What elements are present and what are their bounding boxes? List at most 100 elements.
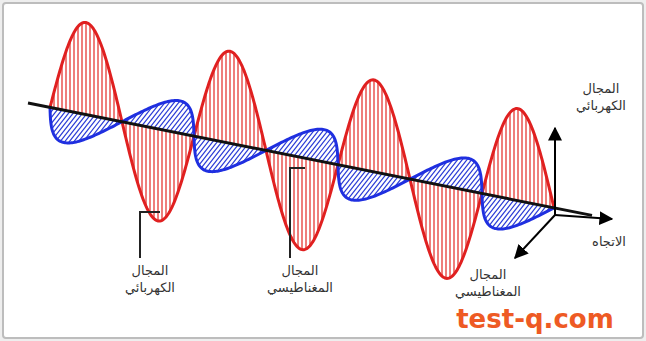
hatch-line xyxy=(449,187,450,278)
hatch-line xyxy=(204,142,226,170)
hatch-line xyxy=(77,27,78,113)
hatch-line xyxy=(181,134,182,180)
hatch-line xyxy=(437,185,438,271)
hatch-line xyxy=(302,130,324,158)
hatch-line xyxy=(450,160,472,188)
axis-arrow xyxy=(555,215,612,219)
frame xyxy=(3,3,643,338)
magnetic-curve xyxy=(50,101,554,229)
hatch-line xyxy=(245,76,246,146)
hatch-line xyxy=(153,128,154,219)
hatch-line xyxy=(101,47,102,117)
hatch-line xyxy=(425,182,426,241)
hatch-line xyxy=(348,171,370,199)
hatch-line xyxy=(393,117,394,176)
hatch-line xyxy=(321,162,322,221)
hatch-line xyxy=(305,158,306,249)
hatch-line xyxy=(169,131,170,211)
hatch-line xyxy=(492,200,514,228)
hatch-line xyxy=(470,177,481,191)
hatch-line xyxy=(497,138,498,197)
hatch-line xyxy=(301,158,302,250)
hatch-line xyxy=(182,120,193,134)
hatch-line xyxy=(525,116,526,202)
hatch-line xyxy=(353,109,354,168)
field-label: المجال الكهربائي xyxy=(108,262,192,296)
leader-line xyxy=(140,212,160,258)
hatch-line xyxy=(162,102,184,130)
hatch-line xyxy=(177,133,178,192)
hatch-line xyxy=(521,111,522,202)
hatch-line xyxy=(365,84,366,170)
field-label: المجال المغناطيسي xyxy=(258,262,342,296)
hatch-line xyxy=(73,32,74,112)
hatch-line xyxy=(285,154,286,224)
hatch-line xyxy=(357,98,358,168)
hatch-line xyxy=(65,51,66,110)
hatch-line xyxy=(64,115,86,143)
hatch-line xyxy=(446,158,468,186)
hatch-line xyxy=(462,168,479,189)
hatch-line xyxy=(229,51,230,143)
hatch-line xyxy=(157,129,158,221)
hatch-line xyxy=(141,126,142,196)
hatch-line xyxy=(60,114,82,142)
hatch-line xyxy=(313,160,314,240)
hatch-line xyxy=(483,196,494,210)
axis-label: الاتجاه xyxy=(578,233,640,250)
hatch-line xyxy=(517,109,518,201)
hatch-line xyxy=(461,189,462,259)
hatch-line xyxy=(429,183,430,253)
hatch-line xyxy=(195,138,206,152)
hatch-line xyxy=(505,119,506,199)
electric-curve xyxy=(50,22,554,278)
hatch-line xyxy=(205,92,206,138)
hatch-line xyxy=(158,101,180,129)
magnetic-wave xyxy=(50,101,554,229)
hatch-line xyxy=(373,80,374,172)
axis-arrow xyxy=(554,128,556,215)
hatch-line xyxy=(221,55,222,141)
hatch-line xyxy=(493,150,494,196)
electric-wave xyxy=(50,22,554,278)
hatch-line xyxy=(457,189,458,269)
hatch-line xyxy=(89,25,90,116)
hatch-line xyxy=(237,58,238,144)
watermark: test-q.com xyxy=(430,304,640,334)
hatch-line xyxy=(389,105,390,175)
hatch-line xyxy=(501,127,502,197)
axis-arrow xyxy=(515,215,555,258)
hatch-line xyxy=(97,37,98,117)
hatch-line xyxy=(377,82,378,173)
hatch-line xyxy=(209,80,210,139)
hatch-line xyxy=(318,139,335,160)
axis-label: المجال المغناطيسي xyxy=(448,266,528,300)
hatch-line xyxy=(174,111,191,132)
hatch-line xyxy=(161,130,162,221)
hatch-line xyxy=(53,111,70,132)
hatch-line xyxy=(81,23,82,114)
hatch-line xyxy=(93,30,94,116)
hatch-line xyxy=(453,188,454,274)
hatch-line xyxy=(445,186,446,278)
hatch-line xyxy=(145,127,146,207)
hatch-line xyxy=(309,159,310,245)
hatch-line xyxy=(509,113,510,199)
propagation-axis xyxy=(28,103,592,215)
hatch-line xyxy=(385,95,386,175)
hatch-line xyxy=(533,133,534,203)
hatch-line xyxy=(61,64,62,110)
hatch-line xyxy=(105,59,106,118)
hatch-line xyxy=(469,191,470,237)
hatch-line xyxy=(51,110,62,124)
hatch-line xyxy=(197,140,214,161)
hatch-line xyxy=(173,132,174,202)
hatch-line xyxy=(317,161,318,231)
hatch-line xyxy=(241,66,242,146)
hatch-line xyxy=(349,121,350,167)
hatch-line xyxy=(485,197,502,218)
hatch-line xyxy=(233,53,234,144)
hatch-line xyxy=(381,87,382,173)
hatch-line xyxy=(325,162,326,208)
